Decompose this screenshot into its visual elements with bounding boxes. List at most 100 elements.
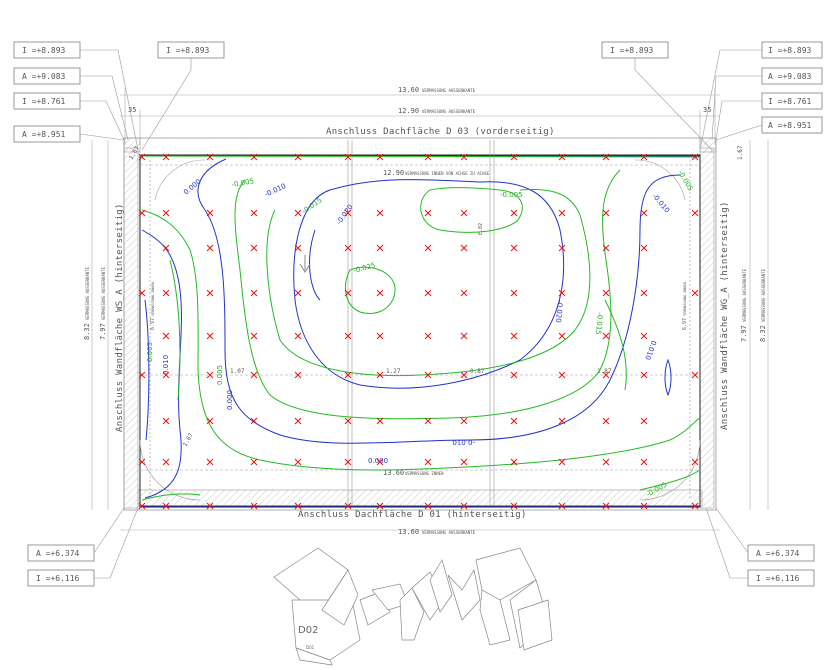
dim-left-inner: 7.97 VERMASSUNG AUSSENKANTE bbox=[99, 266, 107, 340]
dim-inner-top-note: VERMASSUNG AUSSENKANTE bbox=[422, 109, 476, 114]
dim-small-3: 0.87 bbox=[470, 368, 485, 375]
level-box-bl2: I =+6.116 bbox=[27, 569, 95, 587]
svg-text:0.010: 0.010 bbox=[162, 355, 170, 375]
measurement-point bbox=[250, 502, 258, 510]
measurement-point bbox=[602, 332, 610, 340]
measurement-point bbox=[250, 153, 258, 161]
measurement-point bbox=[640, 209, 648, 217]
svg-text:-0.010: -0.010 bbox=[452, 438, 475, 446]
svg-text:A =+6.374: A =+6.374 bbox=[756, 549, 800, 558]
svg-text:I =+8.893: I =+8.893 bbox=[610, 46, 654, 55]
level-box-tc: I =+8.893 bbox=[157, 41, 225, 59]
level-box-br2: I =+6.116 bbox=[747, 569, 815, 587]
svg-text:0.000: 0.000 bbox=[226, 390, 234, 410]
measurement-point bbox=[424, 502, 432, 510]
measurement-point bbox=[376, 332, 384, 340]
measurement-point bbox=[344, 289, 352, 297]
svg-text:-0.010: -0.010 bbox=[263, 182, 287, 199]
measurement-point bbox=[250, 332, 258, 340]
svg-text:A =+6.374: A =+6.374 bbox=[36, 549, 80, 558]
measurement-point bbox=[602, 458, 610, 466]
level-box-br1: A =+6.374 bbox=[747, 544, 815, 562]
dim-outer-top-note: VERMASSUNG AUSSENKANTE bbox=[422, 88, 476, 93]
svg-text:8.32: 8.32 bbox=[759, 325, 767, 342]
svg-text:7.97: 7.97 bbox=[740, 325, 748, 342]
dim-small-2: 1.27 bbox=[386, 368, 401, 375]
measurement-point bbox=[206, 332, 214, 340]
measurement-point bbox=[376, 502, 384, 510]
level-box-tl1: I =+8.893 bbox=[13, 41, 81, 59]
svg-text:VERMASSUNG AUSSENKANTE: VERMASSUNG AUSSENKANTE bbox=[761, 268, 766, 322]
svg-text:VERMASSUNG INNEN: VERMASSUNG INNEN bbox=[683, 282, 687, 316]
measurement-point bbox=[691, 153, 699, 161]
measurement-point bbox=[424, 244, 432, 252]
svg-text:I =+8.893: I =+8.893 bbox=[22, 46, 66, 55]
measurement-point bbox=[206, 153, 214, 161]
svg-text:A =+8.951: A =+8.951 bbox=[768, 121, 812, 130]
level-box-trc: I =+8.893 bbox=[601, 41, 669, 59]
measurement-point bbox=[206, 209, 214, 217]
measurement-point bbox=[691, 502, 699, 510]
measurement-point bbox=[344, 332, 352, 340]
measurement-point bbox=[424, 332, 432, 340]
measurement-point bbox=[640, 153, 648, 161]
dim-small-5: 1.67 bbox=[182, 432, 195, 448]
measurement-point bbox=[558, 417, 566, 425]
measurement-point bbox=[510, 502, 518, 510]
svg-text:-0.015: -0.015 bbox=[301, 196, 324, 216]
level-box-tr2: A =+9.083 bbox=[761, 67, 823, 85]
measurement-point bbox=[602, 417, 610, 425]
measurement-point bbox=[510, 153, 518, 161]
measurement-point bbox=[424, 289, 432, 297]
hatch-bottom bbox=[137, 489, 703, 507]
measurement-point bbox=[640, 371, 648, 379]
measurement-point bbox=[691, 289, 699, 297]
measurement-point bbox=[162, 289, 170, 297]
measurement-point bbox=[162, 209, 170, 217]
dim-inner-bottom-note: VERMASSUNG INNEN bbox=[405, 471, 444, 476]
svg-text:VERMASSUNG AUSSENKANTE: VERMASSUNG AUSSENKANTE bbox=[101, 266, 106, 320]
measurement-point bbox=[162, 371, 170, 379]
inner-frame bbox=[139, 154, 701, 508]
svg-text:6.97: 6.97 bbox=[150, 318, 156, 330]
dim-right-height: 8.32 VERMASSUNG AUSSENKANTE bbox=[759, 268, 767, 342]
dim-axis-top-note: VERMASSUNG INNEN VON ACHSE ZU ACHSE bbox=[405, 171, 490, 176]
measurement-point bbox=[602, 502, 610, 510]
measurement-point bbox=[691, 209, 699, 217]
measurement-point bbox=[138, 153, 146, 161]
measurement-point bbox=[344, 458, 352, 466]
measurement-point bbox=[558, 153, 566, 161]
measurement-point bbox=[640, 417, 648, 425]
dim-axis-top: 12.90 bbox=[383, 169, 404, 177]
dim-right-inner2: 6.97 VERMASSUNG INNEN bbox=[682, 282, 688, 330]
dim-small-4: 1.87 bbox=[597, 368, 612, 375]
measurement-point bbox=[424, 371, 432, 379]
svg-text:-0.025: -0.025 bbox=[352, 261, 376, 275]
measurement-point bbox=[602, 289, 610, 297]
measurement-point bbox=[162, 244, 170, 252]
dimension-lines bbox=[91, 88, 769, 531]
measurement-point bbox=[294, 371, 302, 379]
measurement-point bbox=[602, 371, 610, 379]
svg-text:0.005: 0.005 bbox=[146, 342, 154, 362]
iso-sublabel: D01 bbox=[306, 645, 315, 650]
level-box-tl4: A =+8.951 bbox=[13, 125, 81, 143]
dim-outer-top: 13.60 bbox=[398, 86, 419, 94]
measurement-point bbox=[344, 502, 352, 510]
measurement-point bbox=[250, 289, 258, 297]
isometric-sketch: D02 D01 bbox=[273, 547, 553, 666]
svg-text:7.97: 7.97 bbox=[99, 323, 107, 340]
measurement-point bbox=[294, 458, 302, 466]
edge-label-left: Anschluss Wandfläche WS_A (hinterseitig) bbox=[115, 203, 125, 432]
measurement-point bbox=[510, 332, 518, 340]
measurement-point bbox=[162, 458, 170, 466]
measurement-point bbox=[294, 153, 302, 161]
measurement-point bbox=[376, 209, 384, 217]
measurement-point bbox=[424, 209, 432, 217]
measurement-point bbox=[250, 209, 258, 217]
hatch-corner-tr bbox=[699, 137, 717, 153]
measurement-point bbox=[344, 371, 352, 379]
measurement-point bbox=[376, 371, 384, 379]
measurement-point bbox=[691, 458, 699, 466]
